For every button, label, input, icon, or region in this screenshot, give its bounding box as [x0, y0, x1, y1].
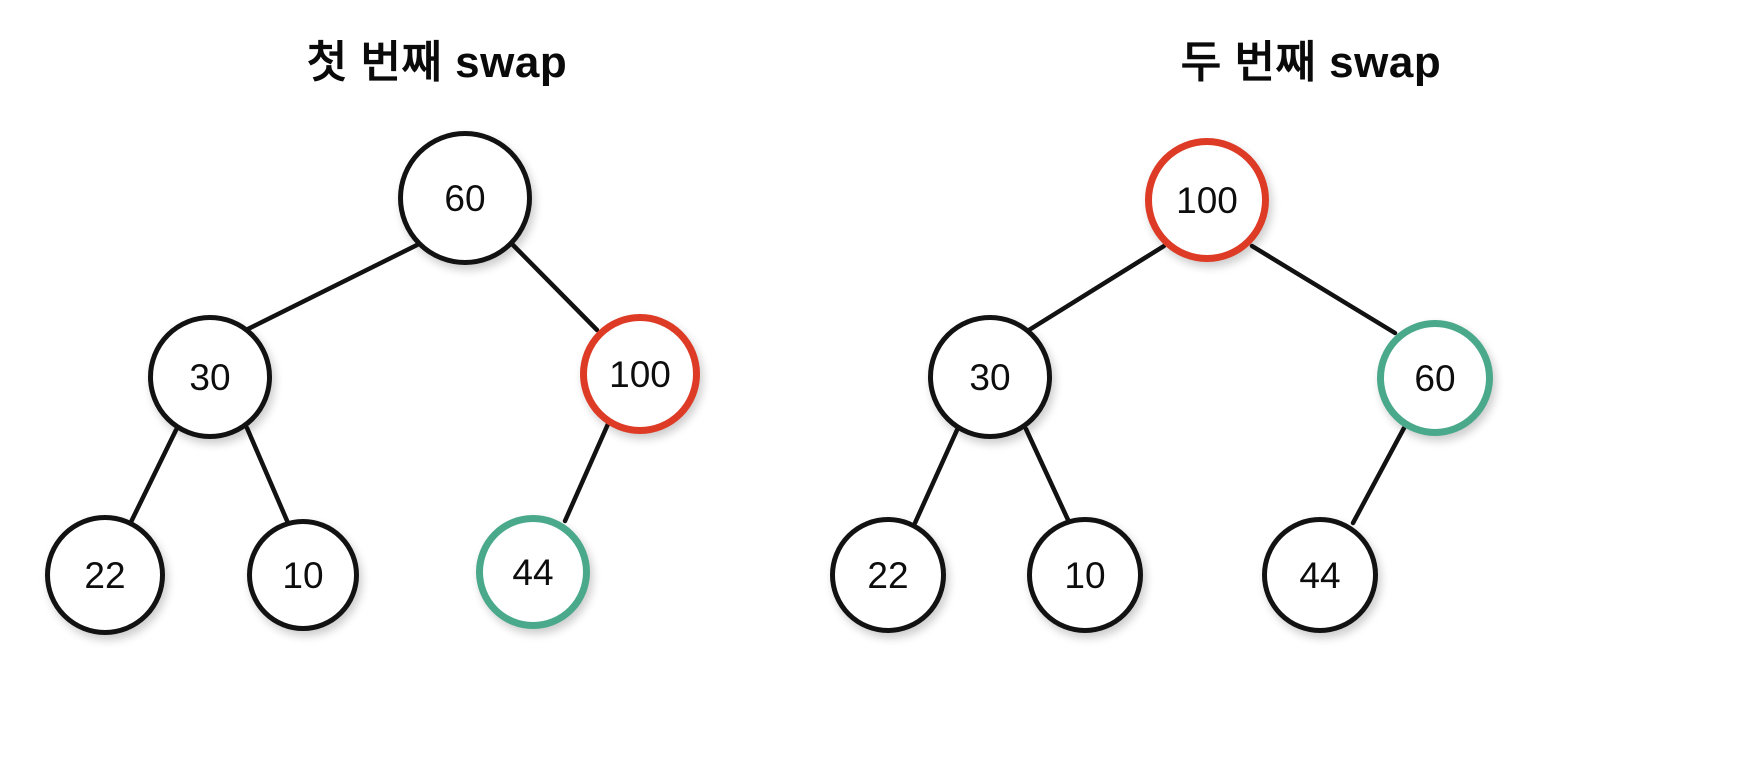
tree-edges-first-swap: [128, 241, 611, 526]
tree-node-10[interactable]: 10: [1027, 517, 1143, 633]
tree-edge-n30-n10: [244, 425, 291, 526]
tree-node-44[interactable]: 44: [476, 515, 590, 629]
tree-edges-second-swap: [912, 243, 1407, 526]
tree-node-label: 60: [444, 177, 486, 219]
tree-node-22[interactable]: 22: [830, 517, 946, 633]
panel-second-swap: 두 번째 swap 100 30 60 22 10 44: [830, 0, 1748, 778]
tree-node-60[interactable]: 60: [398, 131, 532, 265]
panel-first-swap: 첫 번째 swap 60 30 100 22 10 44: [45, 38, 700, 635]
tree-edge-n30-n22: [128, 427, 179, 525]
tree-node-100[interactable]: 100: [580, 314, 700, 434]
tree-node-label: 10: [282, 554, 324, 596]
tree-edge-m100-m30: [1026, 243, 1167, 333]
tree-node-label: 100: [1176, 179, 1238, 221]
tree-edge-n60-n30: [245, 242, 420, 332]
tree-edge-n60-n100: [509, 241, 600, 333]
tree-node-label: 22: [867, 554, 909, 596]
tree-node-30[interactable]: 30: [928, 315, 1052, 439]
tree-node-22[interactable]: 22: [45, 515, 165, 635]
tree-node-label: 10: [1064, 554, 1106, 596]
tree-node-label: 44: [1299, 554, 1341, 596]
tree-edge-m30-m22: [912, 427, 960, 526]
panel-title-first-swap: 첫 번째 swap: [306, 38, 568, 87]
tree-edge-m100-m60: [1249, 243, 1398, 336]
tree-edge-m60-m44: [1350, 425, 1407, 526]
tree-node-10[interactable]: 10: [247, 519, 359, 631]
tree-node-label: 100: [609, 353, 671, 395]
tree-node-60[interactable]: 60: [1377, 320, 1493, 436]
tree-node-44[interactable]: 44: [1262, 517, 1378, 633]
panel-title-second-swap: 두 번째 swap: [1180, 38, 1442, 87]
tree-node-label: 30: [969, 356, 1011, 398]
tree-node-label: 44: [512, 551, 554, 593]
tree-node-30[interactable]: 30: [148, 315, 272, 439]
tree-edge-n100-n44: [562, 421, 611, 524]
tree-node-100[interactable]: 100: [1145, 138, 1269, 262]
tree-node-label: 22: [84, 554, 126, 596]
tree-node-label: 60: [1414, 357, 1456, 399]
tree-node-label: 30: [189, 356, 231, 398]
tree-edge-m30-m10: [1023, 426, 1072, 525]
